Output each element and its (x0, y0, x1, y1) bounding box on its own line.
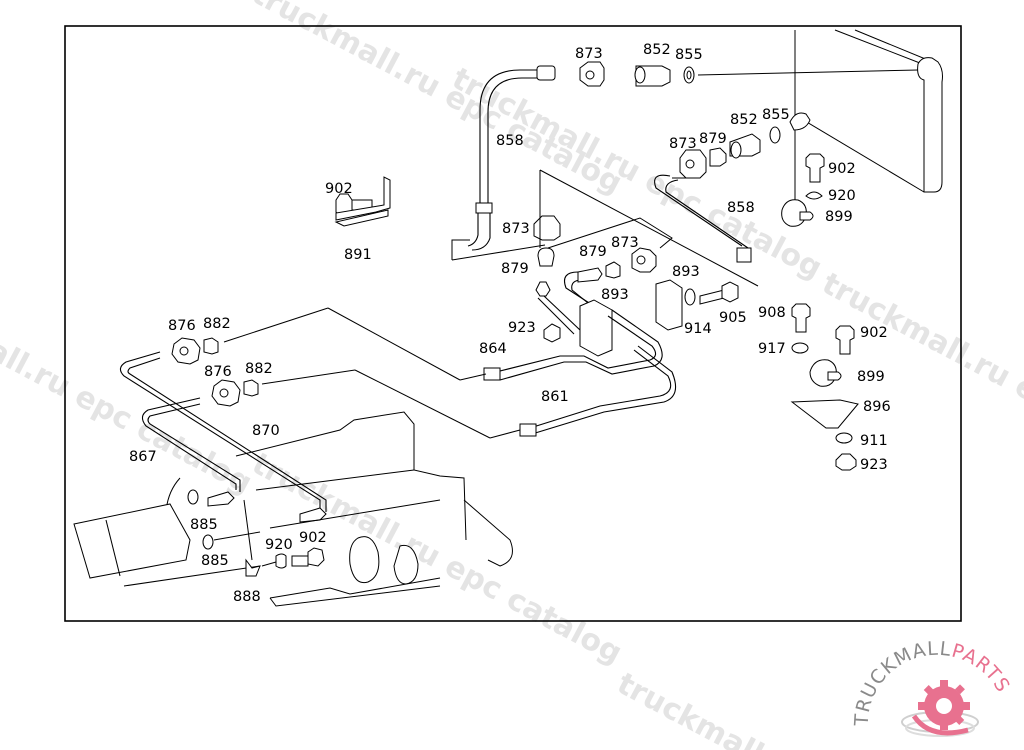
part-label-855[interactable]: 855 (675, 47, 703, 63)
part-label-882[interactable]: 882 (203, 316, 231, 332)
part-label-923[interactable]: 923 (508, 320, 536, 336)
part-label-920[interactable]: 920 (828, 188, 856, 204)
truckmallparts-logo: TRUCKMALLPARTS (851, 638, 1013, 737)
part-label-873[interactable]: 873 (669, 136, 697, 152)
part-label-858[interactable]: 858 (727, 200, 755, 216)
part-label-885[interactable]: 885 (201, 553, 229, 569)
part-label-876[interactable]: 876 (168, 318, 196, 334)
part-label-896[interactable]: 896 (863, 399, 891, 415)
fitting-row-second (654, 126, 781, 263)
part-label-864[interactable]: 864 (479, 341, 507, 357)
gear-icon (901, 680, 979, 737)
bottom-fittings (187, 489, 325, 577)
part-label-852[interactable]: 852 (730, 112, 758, 128)
part-label-891[interactable]: 891 (344, 247, 372, 263)
part-label-902[interactable]: 902 (325, 181, 353, 197)
bracket-891 (334, 176, 391, 227)
part-label-908[interactable]: 908 (758, 305, 786, 321)
part-label-888[interactable]: 888 (233, 589, 261, 605)
part-label-861[interactable]: 861 (541, 389, 569, 405)
cooler-radiator (789, 29, 943, 210)
part-labels: 873 852 855 858 852 855 873 879 902 920 … (129, 42, 891, 605)
part-label-852[interactable]: 852 (643, 42, 671, 58)
part-label-885[interactable]: 885 (190, 517, 218, 533)
part-label-902[interactable]: 902 (828, 161, 856, 177)
watermark: truckmall (611, 666, 769, 750)
clamp-cluster-upper (781, 153, 825, 227)
part-label-917[interactable]: 917 (758, 341, 786, 357)
part-label-899[interactable]: 899 (825, 209, 853, 225)
part-label-914[interactable]: 914 (684, 321, 712, 337)
part-label-855[interactable]: 855 (762, 107, 790, 123)
part-label-870[interactable]: 870 (252, 423, 280, 439)
pipes-870-867 (119, 307, 356, 523)
part-label-858[interactable]: 858 (496, 133, 524, 149)
watermark: truckmall.ru epc catalog (246, 0, 627, 201)
part-label-876[interactable]: 876 (204, 364, 232, 380)
part-label-873[interactable]: 873 (502, 221, 530, 237)
part-label-879[interactable]: 879 (501, 261, 529, 277)
part-label-911[interactable]: 911 (860, 433, 888, 449)
diagram-frame (64, 25, 962, 622)
part-label-893[interactable]: 893 (672, 264, 700, 280)
part-label-879[interactable]: 879 (579, 244, 607, 260)
part-label-873[interactable]: 873 (575, 46, 603, 62)
hose-858-upper (451, 65, 556, 261)
part-label-873[interactable]: 873 (611, 235, 639, 251)
fitting-row-top (579, 61, 919, 87)
part-label-905[interactable]: 905 (719, 310, 747, 326)
part-label-902[interactable]: 902 (860, 325, 888, 341)
pipe-864-861 (327, 307, 677, 439)
part-label-867[interactable]: 867 (129, 449, 157, 465)
part-label-893[interactable]: 893 (601, 287, 629, 303)
part-label-902[interactable]: 902 (299, 530, 327, 546)
part-label-920[interactable]: 920 (265, 537, 293, 553)
clamp-cluster-lower (790, 303, 859, 471)
part-label-882[interactable]: 882 (245, 361, 273, 377)
part-label-923[interactable]: 923 (860, 457, 888, 473)
part-label-879[interactable]: 879 (699, 131, 727, 147)
pump-body (73, 411, 513, 607)
junction-cluster (533, 169, 759, 357)
part-label-899[interactable]: 899 (857, 369, 885, 385)
